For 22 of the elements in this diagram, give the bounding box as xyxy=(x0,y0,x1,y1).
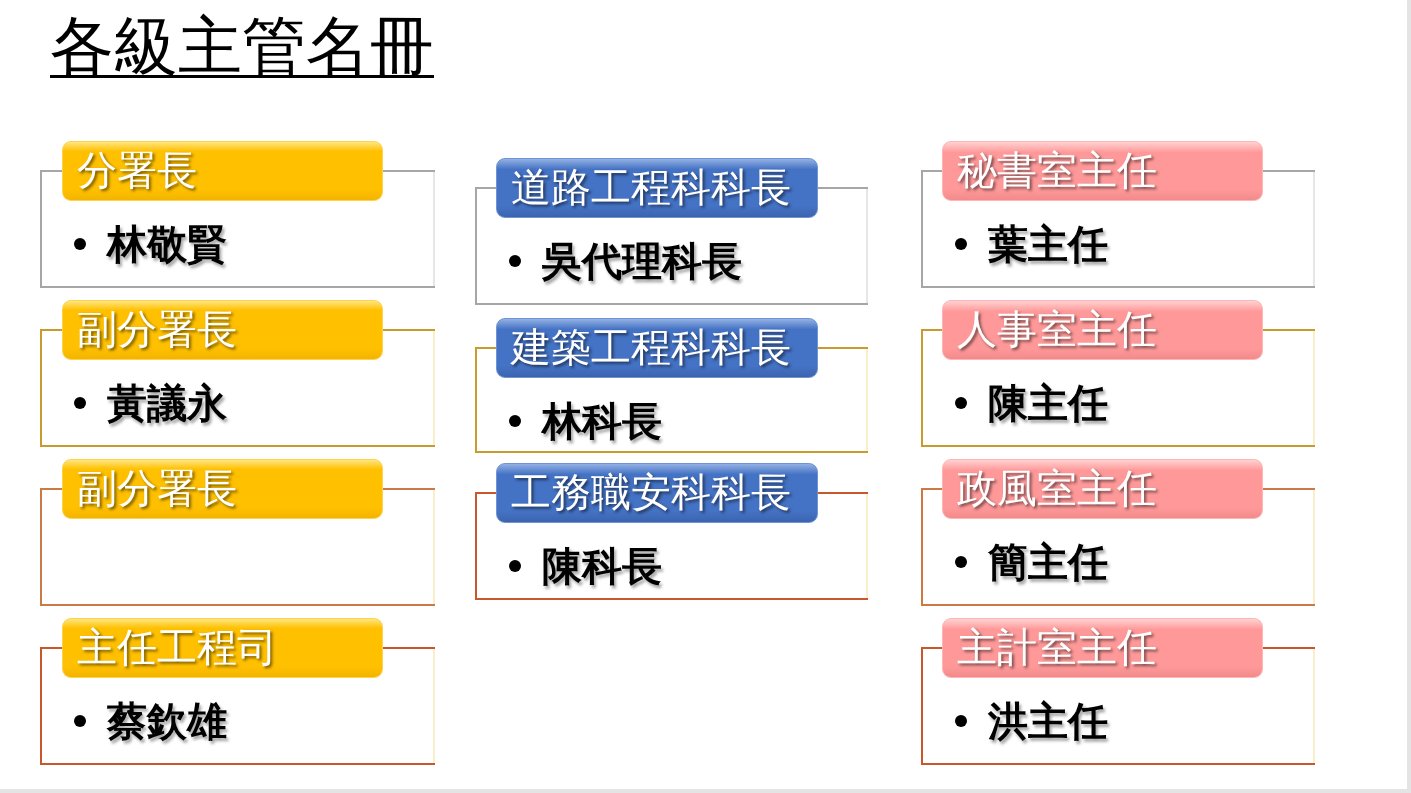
heading-tab: 分署長 xyxy=(62,141,383,201)
list-item: 簡主任 xyxy=(988,539,1108,585)
heading-tab: 主任工程司 xyxy=(62,618,383,678)
heading-tab: 人事室主任 xyxy=(942,300,1263,360)
list-item: 林敬賢 xyxy=(107,221,227,267)
heading-tab: 政風室主任 xyxy=(942,459,1263,519)
heading-tab: 建築工程科科長 xyxy=(496,318,818,378)
heading-tab: 工務職安科科長 xyxy=(496,463,818,523)
list-item: 林科長 xyxy=(542,398,662,444)
heading-tab: 主計室主任 xyxy=(942,618,1263,678)
heading-tab: 道路工程科科長 xyxy=(496,158,818,218)
list-item: 洪主任 xyxy=(988,698,1108,744)
slide-title: 各級主管名冊 xyxy=(50,8,434,85)
list-item: 黃議永 xyxy=(107,380,227,426)
list-item: 蔡欽雄 xyxy=(107,698,227,744)
heading-tab: 副分署長 xyxy=(62,300,383,360)
list-item: 陳主任 xyxy=(988,380,1108,426)
list-item: 陳科長 xyxy=(542,543,662,589)
list-item: 葉主任 xyxy=(988,221,1108,267)
list-item: 吳代理科長 xyxy=(542,238,742,284)
heading-tab: 秘書室主任 xyxy=(942,141,1263,201)
heading-tab: 副分署長 xyxy=(62,459,383,519)
